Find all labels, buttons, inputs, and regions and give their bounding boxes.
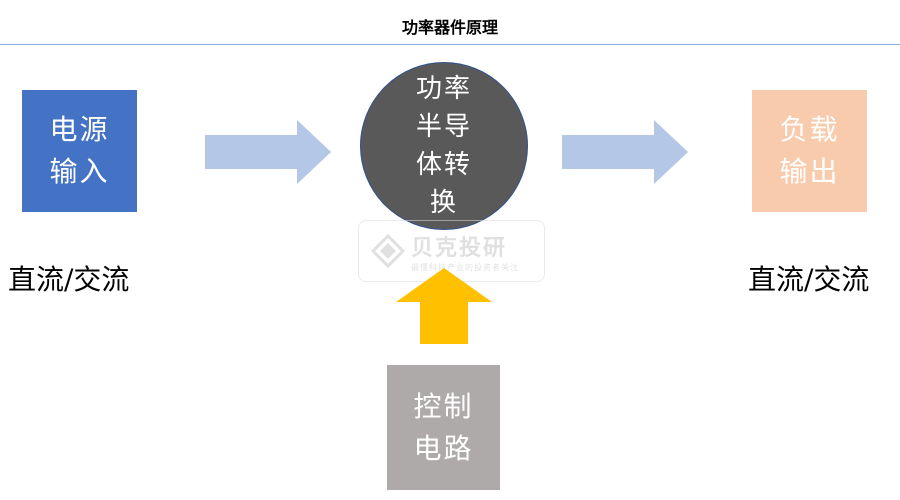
output-current-type-label: 直流/交流 <box>748 263 870 296</box>
power-semiconductor-circle: 功率 半导 体转 换 <box>360 62 528 230</box>
input-current-type-label: 直流/交流 <box>8 263 130 296</box>
watermark-logo-icon <box>371 234 405 268</box>
load-output-box: 负载 输出 <box>752 90 867 212</box>
watermark-name: 贝克投研 <box>411 235 508 261</box>
load-output-label-line1: 负载 <box>779 113 840 146</box>
diagram-title: 功率器件原理 <box>401 18 498 37</box>
title-divider <box>0 44 900 45</box>
arrow-converter-to-load <box>562 120 688 184</box>
converter-label-line2: 半导 <box>415 112 472 142</box>
power-input-box: 电源 输入 <box>22 90 137 212</box>
converter-label-line3: 体转 <box>415 150 472 180</box>
arrow-input-to-converter <box>205 120 331 184</box>
control-circuit-label-line2: 电路 <box>413 431 474 465</box>
control-circuit-label-line1: 控制 <box>413 389 474 423</box>
watermark-tagline: 最懂科技产业的投资者关注 <box>411 262 519 272</box>
arrow-control-to-converter <box>396 268 492 344</box>
converter-label-line1: 功率 <box>415 74 472 104</box>
converter-label-line4: 换 <box>429 188 458 218</box>
power-input-label-line1: 电源 <box>49 113 110 146</box>
control-circuit-box: 控制 电路 <box>387 365 500 490</box>
load-output-label-line2: 输出 <box>779 155 840 188</box>
power-input-label-line2: 输入 <box>49 155 110 188</box>
